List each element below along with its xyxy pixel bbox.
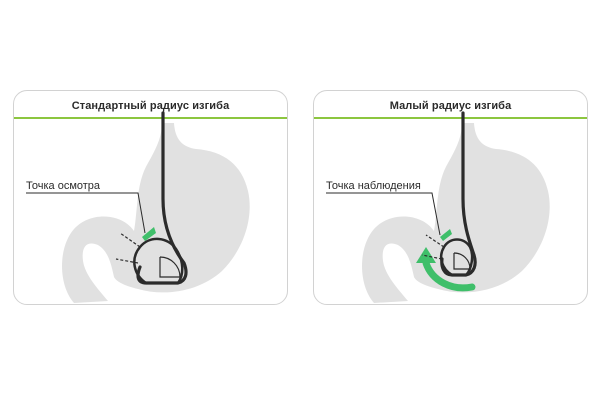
rotation-arrow (422, 259, 476, 292)
inspection-point-label: Точка осмотра (26, 180, 101, 192)
stomach-diagram (26, 111, 250, 303)
stomach-shape (62, 123, 250, 303)
endoscope-tube (440, 111, 477, 277)
panel-title: Малый радиус изгиба (389, 100, 512, 112)
callout-leader (26, 192, 146, 234)
view-line-lower (421, 254, 443, 260)
accent-divider (14, 117, 287, 119)
accent-divider (314, 117, 587, 119)
view-line-upper (425, 234, 445, 248)
observation-point-marker (440, 229, 452, 241)
radius-marker (453, 252, 471, 270)
bending-section (133, 237, 184, 285)
observation-point-label: Точка наблюдения (326, 180, 421, 192)
rotation-arrow-head (416, 247, 436, 263)
view-line-upper (119, 232, 141, 248)
endoscope-tube (136, 111, 188, 285)
standard-radius-panel: Стандартный радиус изгиба Точка осмотра (13, 90, 288, 305)
stomach-diagram (326, 111, 550, 303)
inspection-point-marker (142, 227, 156, 241)
panel-title: Стандартный радиус изгиба (71, 100, 230, 112)
callout-leader (326, 192, 441, 236)
radius-marker (159, 256, 181, 278)
bending-section (440, 238, 474, 277)
view-line-lower (115, 258, 139, 264)
stomach-shape (362, 123, 550, 303)
small-radius-panel: Малый радиус изгиба Точка наблюдения (313, 90, 588, 305)
